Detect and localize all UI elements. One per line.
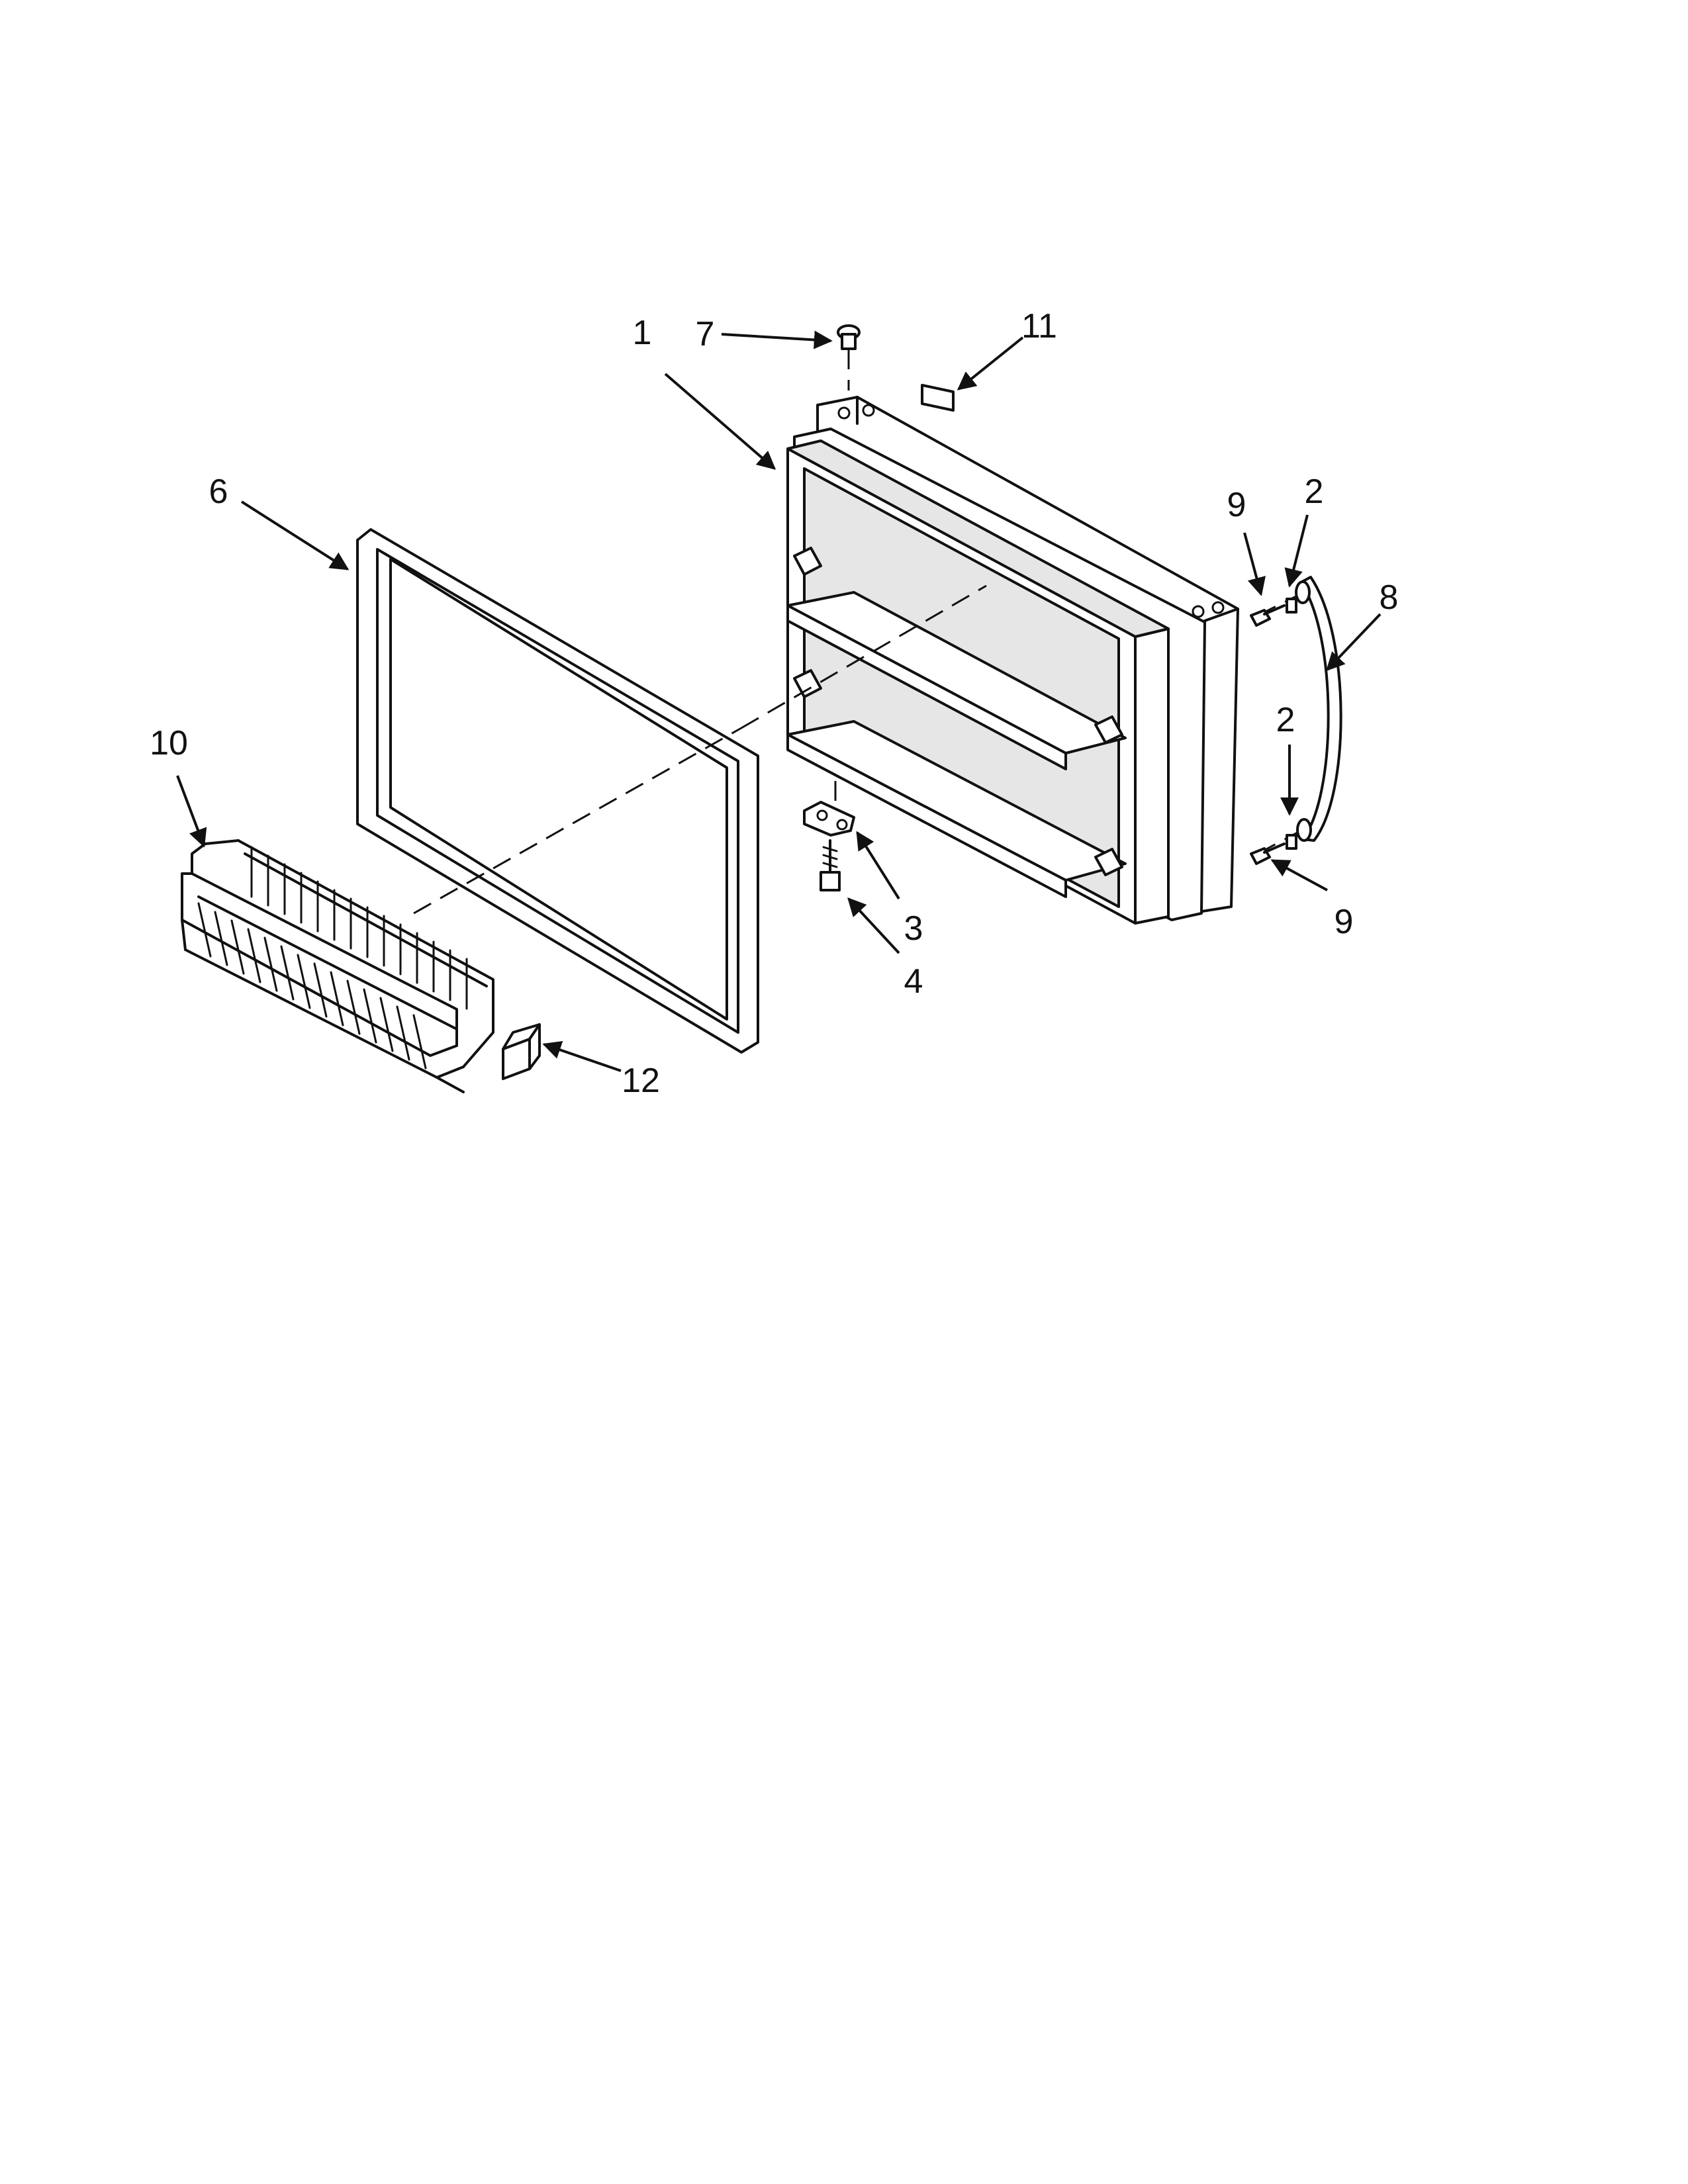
door-liner <box>786 396 1239 925</box>
callout-2-upper: 2 <box>1305 473 1324 511</box>
callout-6: 6 <box>209 473 228 511</box>
handle-screw-upper <box>1250 604 1286 627</box>
handle-spacer-upper <box>1286 598 1297 614</box>
callout-4: 4 <box>904 962 923 1001</box>
callout-3: 3 <box>904 909 923 948</box>
callout-9-upper: 9 <box>1227 486 1246 524</box>
leader-8 <box>1326 613 1382 672</box>
leader-7 <box>721 330 833 349</box>
leader-9b <box>1270 859 1328 891</box>
callout-2-lower: 2 <box>1276 701 1295 739</box>
hinge-bracket <box>803 801 855 837</box>
callout-9-lower: 9 <box>1335 903 1354 941</box>
wire-basket <box>181 839 494 1093</box>
door-handle <box>1295 576 1342 842</box>
hinge-screw <box>820 839 841 891</box>
leader-1 <box>664 373 776 470</box>
callout-1: 1 <box>633 314 652 352</box>
callout-11: 11 <box>1021 307 1057 345</box>
leader-11 <box>957 336 1024 390</box>
leader-4 <box>847 897 900 954</box>
label-plate <box>921 384 955 412</box>
callout-7: 7 <box>696 315 715 353</box>
callout-10: 10 <box>150 724 188 762</box>
leader-2a <box>1284 514 1309 588</box>
handle-screw-lower <box>1250 842 1286 865</box>
callout-8: 8 <box>1380 578 1399 617</box>
handle-spacer-lower <box>1286 834 1297 850</box>
callout-12: 12 <box>622 1062 660 1100</box>
leader-6 <box>240 500 350 570</box>
basket-clip <box>502 1023 541 1080</box>
door-stop <box>837 324 861 350</box>
leader-3 <box>856 831 900 900</box>
alignment-line-lower <box>413 727 742 915</box>
leader-9a <box>1243 532 1266 596</box>
alignment-line-upper <box>741 584 987 729</box>
leader-12 <box>542 1040 622 1072</box>
leader-10 <box>176 775 207 848</box>
door-gasket <box>356 528 759 1054</box>
